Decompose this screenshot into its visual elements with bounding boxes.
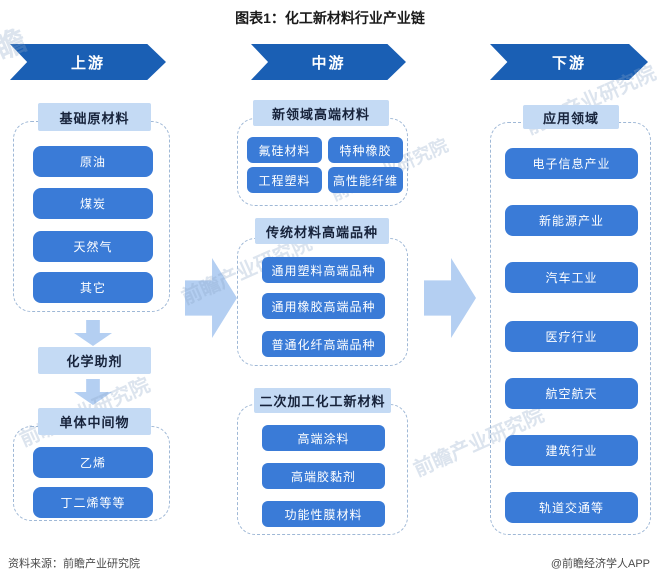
upstream-monomer-header: 单体中间物 — [38, 408, 151, 435]
page-title: 图表1：化工新材料行业产业链 — [235, 10, 425, 26]
banner-upstream: 上游 — [10, 44, 166, 80]
downstream-application-header: 应用领域 — [523, 105, 619, 129]
downstream-item-electronics: 电子信息产业 — [505, 148, 638, 179]
down-arrow-icon — [74, 379, 112, 405]
midstream-secondary-processing-header: 二次加工化工新材料 — [254, 388, 391, 413]
downstream-item-new-energy: 新能源产业 — [505, 205, 638, 236]
upstream-item-ethylene: 乙烯 — [33, 447, 153, 478]
downstream-item-automotive: 汽车工业 — [505, 262, 638, 293]
right-arrow-icon — [424, 258, 476, 338]
source-note: 资料来源：前瞻产业研究院 — [8, 558, 140, 570]
midstream-item-general-plastics: 通用塑料高端品种 — [262, 257, 385, 283]
midstream-item-fluorosilicone: 氟硅材料 — [247, 137, 322, 163]
midstream-item-engineering-plastics: 工程塑料 — [247, 167, 322, 193]
banner-downstream: 下游 — [490, 44, 648, 80]
right-arrow-icon — [185, 258, 237, 338]
upstream-item-coal: 煤炭 — [33, 188, 153, 219]
midstream-item-ordinary-fiber: 普通化纤高端品种 — [262, 331, 385, 357]
banner-midstream: 中游 — [251, 44, 406, 80]
midstream-item-high-performance-fiber: 高性能纤维 — [328, 167, 403, 193]
downstream-item-rail-transit: 轨道交通等 — [505, 492, 638, 523]
midstream-new-field-header: 新领域高端材料 — [253, 100, 389, 126]
midstream-item-high-end-adhesives: 高端胶黏剂 — [262, 463, 385, 489]
down-arrow-icon — [74, 320, 112, 346]
upstream-chemical-auxiliary-box: 化学助剂 — [38, 347, 151, 374]
upstream-item-crude-oil: 原油 — [33, 146, 153, 177]
midstream-traditional-header: 传统材料高端品种 — [255, 218, 389, 244]
midstream-item-special-rubber: 特种橡胶 — [328, 137, 403, 163]
credit-note: @前瞻经济学人APP — [550, 558, 650, 570]
upstream-item-natural-gas: 天然气 — [33, 231, 153, 262]
downstream-item-medical: 医疗行业 — [505, 321, 638, 352]
midstream-item-high-end-coatings: 高端涂料 — [262, 425, 385, 451]
upstream-basic-materials-header: 基础原材料 — [38, 103, 151, 131]
downstream-item-aerospace: 航空航天 — [505, 378, 638, 409]
midstream-item-functional-film: 功能性膜材料 — [262, 501, 385, 527]
upstream-item-others: 其它 — [33, 272, 153, 303]
upstream-item-butadiene: 丁二烯等等 — [33, 487, 153, 518]
midstream-item-general-rubber: 通用橡胶高端品种 — [262, 293, 385, 319]
downstream-item-construction: 建筑行业 — [505, 435, 638, 466]
